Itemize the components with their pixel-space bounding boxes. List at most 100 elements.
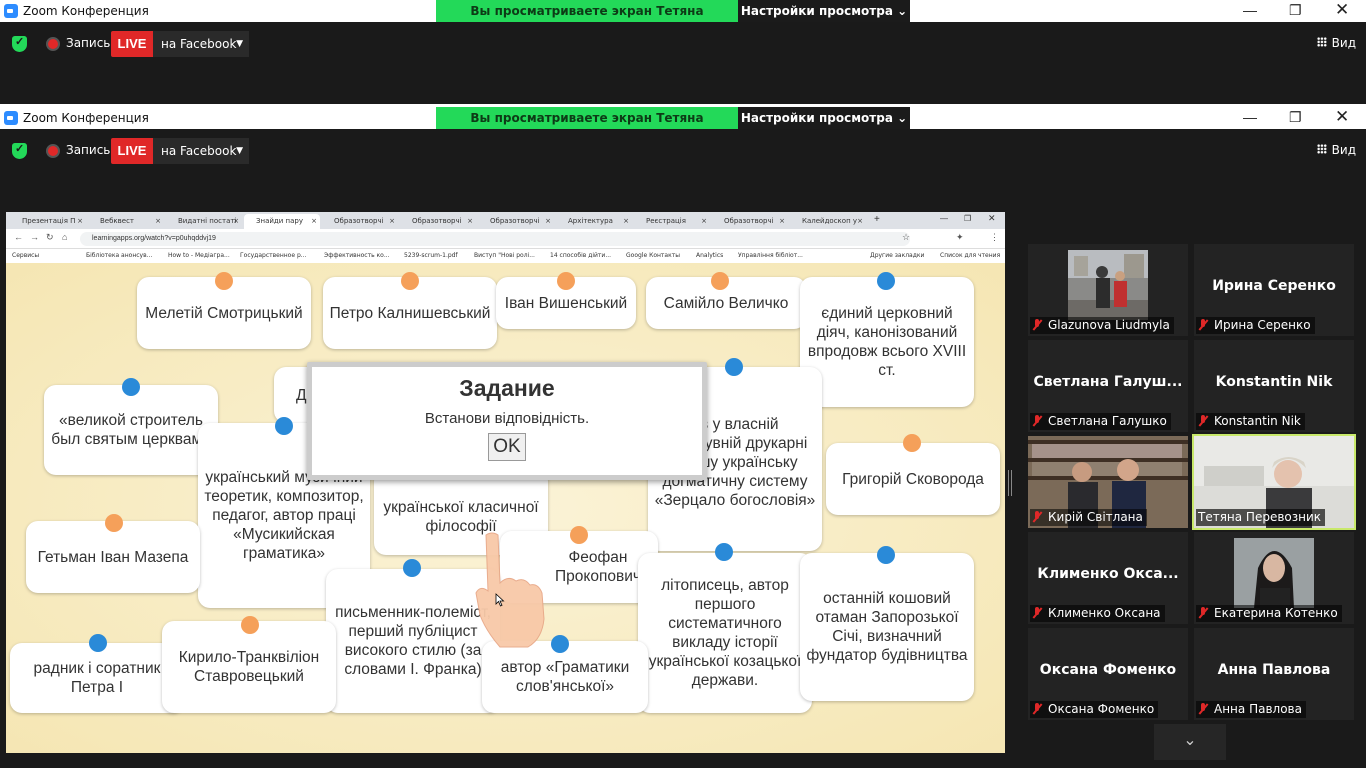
participant-tile[interactable]: Ирина Серенко Ирина Серенко <box>1194 244 1354 336</box>
game-card[interactable]: радник і соратник Петра І <box>10 643 184 713</box>
game-card[interactable]: Гетьман Іван Мазепа <box>26 521 200 593</box>
view-button[interactable]: Вид <box>1316 36 1356 50</box>
card-pin-blue[interactable] <box>403 559 421 577</box>
participant-tile[interactable]: Екатерина Котенко <box>1194 532 1354 624</box>
game-card[interactable]: останній кошовий отаман Запорозької Січі… <box>800 553 974 701</box>
card-pin-blue[interactable] <box>89 634 107 652</box>
record-label[interactable]: Запись <box>66 36 111 50</box>
participant-tile[interactable]: Анна Павлова Анна Павлова <box>1194 628 1354 720</box>
forward-icon[interactable]: → <box>30 232 39 242</box>
bookmark[interactable]: Эффективность ко... <box>324 252 390 259</box>
close-icon[interactable]: ✕ <box>988 213 996 223</box>
restore-icon[interactable]: ❐ <box>1289 2 1302 18</box>
card-pin-blue[interactable] <box>122 378 140 396</box>
bookmark[interactable]: Управління бібліот... <box>738 252 803 259</box>
panel-splitter-handle[interactable] <box>1008 470 1012 496</box>
menu-dots-icon[interactable]: ⋮ <box>990 232 999 242</box>
view-settings-label: Настройки просмотра <box>740 4 893 18</box>
participant-tile[interactable]: Кирій Світлана <box>1028 436 1188 528</box>
game-card[interactable]: єдиний церковний діяч, канонізований впр… <box>800 277 974 407</box>
browser-tab[interactable]: Реєстрація× <box>634 214 710 229</box>
card-pin-orange[interactable] <box>215 272 233 290</box>
live-badge[interactable]: LIVE <box>111 138 153 164</box>
back-icon[interactable]: ← <box>14 232 23 242</box>
card-pin-orange[interactable] <box>105 514 123 532</box>
card-pin-blue[interactable] <box>877 272 895 290</box>
participant-photo <box>1234 538 1314 608</box>
bookmark[interactable]: Список для чтения <box>940 252 1001 259</box>
bookmark[interactable]: Виступ "Нові ролі... <box>474 252 535 259</box>
reload-icon[interactable]: ↻ <box>46 232 54 242</box>
stream-target-dropdown[interactable]: на Facebook▼ <box>153 31 249 57</box>
card-pin-blue[interactable] <box>275 417 293 435</box>
browser-tab[interactable]: Вебквест× <box>88 214 164 229</box>
close-icon[interactable]: ✕ <box>1335 107 1350 126</box>
home-icon[interactable]: ⌂ <box>62 232 68 242</box>
browser-tab[interactable]: Калейдоскоп у× <box>790 214 866 229</box>
browser-tab[interactable]: Образотворчі× <box>400 214 476 229</box>
browser-tab[interactable]: Образотворчі× <box>712 214 788 229</box>
star-icon[interactable]: ☆ <box>902 232 911 242</box>
card-pin-orange[interactable] <box>241 616 259 634</box>
new-tab-icon[interactable]: + <box>874 214 880 225</box>
participant-tile[interactable]: Светлана Галуш... Светлана Галушко <box>1028 340 1188 432</box>
card-pin-orange[interactable] <box>711 272 729 290</box>
bookmark[interactable]: Другие закладки <box>870 252 925 259</box>
chevron-down-icon: ⌄ <box>897 111 908 125</box>
card-pin-orange[interactable] <box>401 272 419 290</box>
game-card[interactable]: літописець, автор першого систематичного… <box>638 553 812 713</box>
game-card[interactable]: Григорій Сковорода <box>826 443 1000 515</box>
bookmark[interactable]: Google Контакты <box>626 252 680 259</box>
card-pin-blue[interactable] <box>551 635 569 653</box>
participant-tile[interactable]: Glazunova Liudmyla <box>1028 244 1188 336</box>
close-icon[interactable]: ✕ <box>1335 0 1350 19</box>
card-pin-orange[interactable] <box>557 272 575 290</box>
participant-tile[interactable]: Клименко Окса... Клименко Оксана <box>1028 532 1188 624</box>
bookmark[interactable]: 14 способів дійти... <box>550 252 612 259</box>
participant-label: Анна Павлова <box>1196 701 1306 718</box>
bookmark[interactable]: How to - Медіагра... <box>168 252 230 259</box>
scroll-down-chevron-icon[interactable]: ⌄ <box>1154 724 1226 760</box>
live-badge[interactable]: LIVE <box>111 31 153 57</box>
browser-tab[interactable]: Образотворчі× <box>478 214 554 229</box>
stream-target-dropdown[interactable]: на Facebook▼ <box>153 138 249 164</box>
card-pin-orange[interactable] <box>570 526 588 544</box>
extensions-icon[interactable]: ✦ <box>956 232 964 242</box>
participant-tile-active-speaker[interactable]: Тетяна Перевозник <box>1192 434 1356 530</box>
browser-tab[interactable]: Видатні постаті× <box>166 214 242 229</box>
view-settings-button[interactable]: Настройки просмотра ⌄ <box>738 107 910 129</box>
card-pin-blue[interactable] <box>877 546 895 564</box>
bookmark[interactable]: 5239-scrum-1.pdf <box>404 252 458 259</box>
browser-tab-active[interactable]: Знайди пару× <box>244 214 320 229</box>
bookmark[interactable]: Государственное р... <box>240 252 307 259</box>
participant-tile[interactable]: Konstantin Nik Konstantin Nik <box>1194 340 1354 432</box>
game-card[interactable]: «великой строитель был святым церквам» <box>44 385 218 475</box>
participant-tile[interactable]: Оксана Фоменко Оксана Фоменко <box>1028 628 1188 720</box>
game-card[interactable]: автор «Граматики слов'янської» <box>482 641 648 713</box>
url-field[interactable]: learningapps.org/watch?v=p0uhqddvj19 <box>80 232 910 246</box>
ok-button[interactable]: OK <box>488 433 526 461</box>
card-pin-blue[interactable] <box>715 543 733 561</box>
browser-tab[interactable]: Образотворчі× <box>322 214 398 229</box>
restore-icon[interactable]: ❐ <box>964 214 972 223</box>
pointing-hand-icon <box>475 532 545 648</box>
minimize-icon[interactable]: — <box>1243 2 1257 18</box>
browser-tab[interactable]: Презентація П× <box>10 214 86 229</box>
record-label[interactable]: Запись <box>66 143 111 157</box>
bookmark[interactable]: Сервисы <box>12 252 40 259</box>
browser-tab-strip: Презентація П× Вебквест× Видатні постаті… <box>6 212 1005 229</box>
security-shield-icon[interactable] <box>12 142 27 159</box>
game-card[interactable]: Кирило-Транквіліон Ставровецький <box>162 621 336 713</box>
card-pin-blue[interactable] <box>725 358 743 376</box>
view-settings-button[interactable]: Настройки просмотра ⌄ <box>738 0 910 22</box>
bookmark[interactable]: Analytics <box>696 252 724 259</box>
minimize-icon[interactable]: — <box>940 214 948 223</box>
security-shield-icon[interactable] <box>12 35 27 52</box>
minimize-icon[interactable]: — <box>1243 109 1257 125</box>
browser-tab[interactable]: Архітектура× <box>556 214 632 229</box>
card-pin-orange[interactable] <box>903 434 921 452</box>
game-card[interactable]: письменник-полеміст, перший публіцист ви… <box>326 569 500 713</box>
restore-icon[interactable]: ❐ <box>1289 109 1302 125</box>
view-button[interactable]: Вид <box>1316 143 1356 157</box>
bookmark[interactable]: Бібліотека анонсув... <box>86 252 153 259</box>
